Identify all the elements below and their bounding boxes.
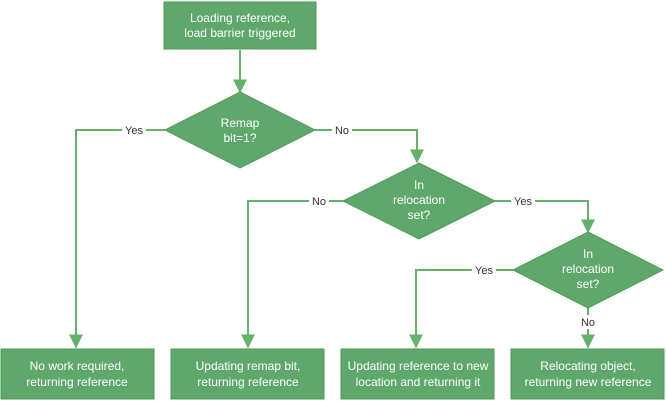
edge-label-reloc2-no: No (581, 317, 595, 329)
update-remap-line2: returning reference (197, 375, 299, 389)
edge-remap-yes (69, 129, 165, 349)
start-node: Loading reference, load barrier triggere… (163, 1, 317, 50)
edge-reloc1-yes (495, 200, 595, 234)
start-node-line1: Loading reference, (190, 11, 290, 25)
update-reference-line1: Updating reference to new (348, 359, 489, 373)
edge-reloc1-no (241, 200, 343, 349)
no-work-node: No work required, returning reference (0, 348, 155, 400)
edge-label-reloc2-yes: Yes (475, 265, 493, 277)
edge-label-remap-yes: Yes (125, 125, 143, 137)
no-work-line2: returning reference (26, 375, 128, 389)
remap-decision-node: Remap bit=1? (163, 91, 317, 169)
relocation-decision-2-line3: set? (577, 277, 600, 291)
edge-label-remap-no: No (335, 125, 349, 137)
relocation-decision-2-line2: relocation (562, 262, 614, 276)
update-reference-line2: location and returning it (356, 375, 481, 389)
edge-remap-no (315, 129, 424, 164)
relocation-decision-node-2: In relocation set? (511, 231, 665, 309)
edge-label-reloc1-no: No (312, 196, 326, 208)
relocation-decision-node-1: In relocation set? (341, 162, 497, 240)
update-reference-node: Updating reference to new location and r… (340, 348, 495, 400)
no-work-line1: No work required, (30, 359, 125, 373)
remap-decision-line2: bit=1? (223, 131, 256, 145)
edge-reloc2-yes (409, 269, 513, 349)
relocate-object-node: Relocating object, returning new referen… (510, 348, 665, 400)
start-node-line2: load barrier triggered (184, 26, 295, 40)
update-remap-node: Updating remap bit, returning reference (170, 348, 325, 400)
remap-decision-line1: Remap (221, 116, 260, 130)
relocation-decision-2-line1: In (583, 247, 593, 261)
relocate-object-line1: Relocating object, (540, 359, 635, 373)
edge-label-reloc1-yes: Yes (514, 196, 532, 208)
relocation-decision-1-line3: set? (408, 208, 431, 222)
relocation-decision-1-line2: relocation (393, 193, 445, 207)
update-remap-line1: Updating remap bit, (196, 359, 301, 373)
relocate-object-line2: returning new reference (525, 375, 652, 389)
relocation-decision-1-line1: In (414, 178, 424, 192)
